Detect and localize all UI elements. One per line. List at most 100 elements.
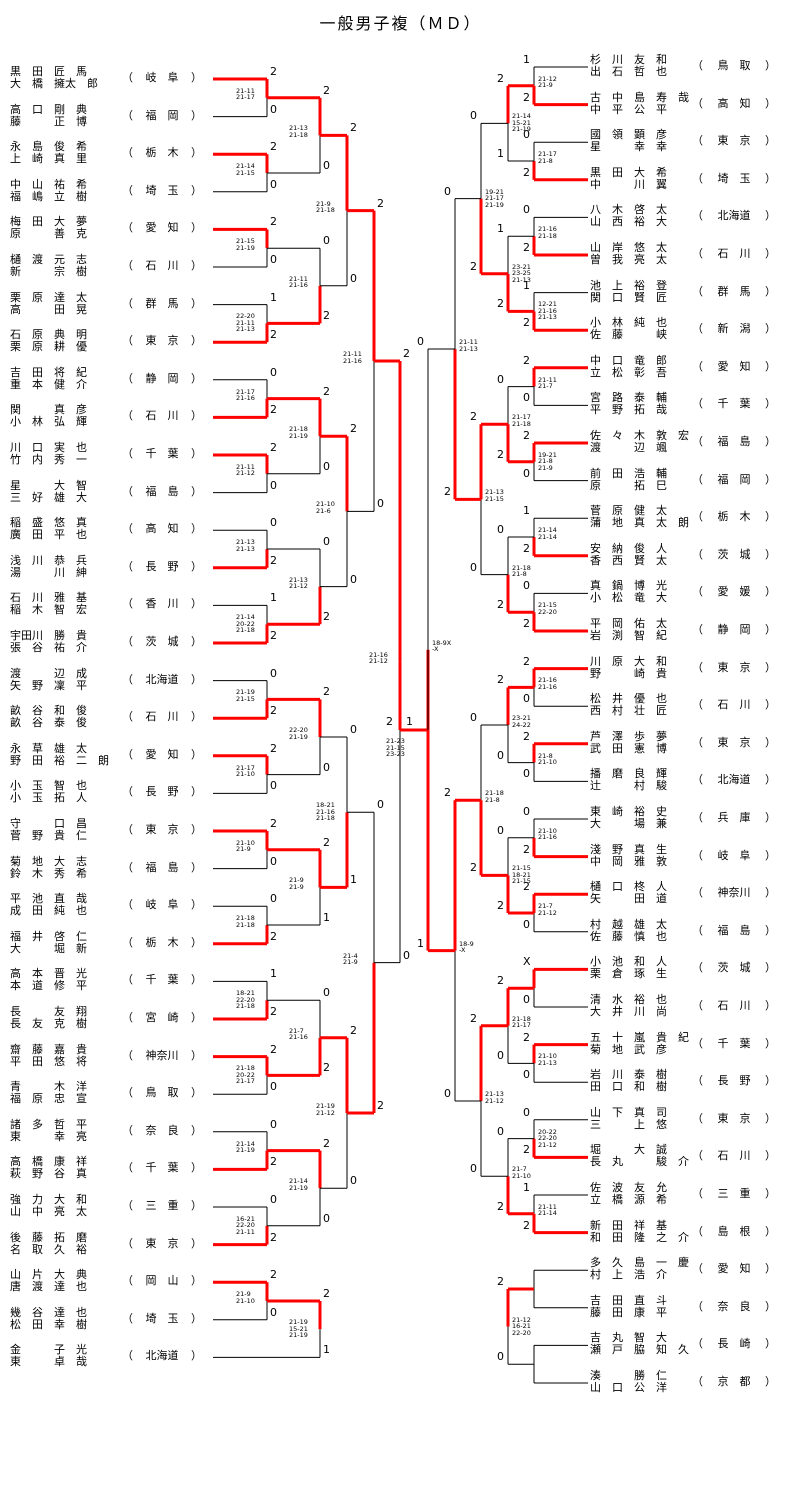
right-player-2: 平 野 拓 哉 [590,403,667,417]
left-r2-match-score-b: 2 [323,1061,330,1075]
left-player-1: 永 草 雄 太 [10,741,87,755]
paren: ） [191,672,202,686]
paren: ） [191,635,202,648]
prefecture-name: 千 葉 [717,1036,751,1050]
left-prefecture: （岐 阜） [122,899,202,911]
paren: （ [692,510,703,524]
right-r3-match-game-scores: 21-13 21-15 [485,488,504,503]
paren: （ [122,1048,133,1062]
right-r1-match-score-b: 0 [523,993,530,1006]
right-player-2: 立 橋 源 希 [590,1193,667,1206]
final-score-left: 2 [386,715,393,728]
right-r2-match-score-b: 0 [497,1049,504,1063]
right-prefecture: （北海道） [692,210,776,222]
left-player-2: 野 田 裕 二 朗 [10,753,109,767]
right-player-1: 中 口 竜 郎 [590,353,667,367]
right-r1-match-game-scores: 21-16 21-16 [538,676,557,691]
left-player-1: 齋 藤 嘉 貴 [10,1042,87,1056]
prefecture-name: 愛 知 [145,747,179,761]
left-r3-match-game-scores: 21-9 21-18 [316,199,335,215]
paren: （ [692,171,703,185]
paren: （ [692,585,703,599]
paren: ） [765,1036,776,1050]
paren: ） [191,898,202,912]
paren: ） [191,973,202,987]
paren: （ [692,1337,703,1351]
left-player-1: 浅 川 恭 兵 [10,553,87,567]
left-r2-match-game-scores: 21-11 21-16 [289,274,308,290]
left-prefecture: （奈 良） [122,1124,202,1137]
left-r1-match-game-scores: 21-17 21-10 [236,763,255,779]
paren: ） [191,146,202,160]
right-player-1: 岩 川 泰 樹 [590,1068,667,1082]
right-r1-match-game-scores: 21-16 21-18 [538,225,557,240]
right-player-2: 中 平 公 平 [590,102,667,116]
paren: （ [692,96,703,110]
paren: ） [191,1274,202,1288]
left-r1-match-game-scores: 21-18 20-22 21-17 [236,1064,255,1086]
prefecture-name: 静 岡 [717,623,751,636]
right-r1-match-score-b: 2 [523,316,530,330]
prefecture-name: 埼 玉 [145,183,179,197]
right-prefecture: （愛 知） [692,1263,776,1275]
left-player-1: 畝 谷 和 俊 [10,704,87,718]
right-player-2: 田 口 和 樹 [590,1080,667,1094]
right-r1-match-game-scores: 19-21 21-8 21-9 [538,450,557,472]
left-r4-match-score-a: 2 [377,196,384,210]
left-r2-match-score-a: 0 [323,234,330,248]
left-r1-match-game-scores: 21-18 21-18 [236,914,255,929]
right-r3-match-score-a: 0 [470,109,477,123]
prefecture-name: 神奈川 [717,886,751,900]
paren: ） [765,811,776,824]
left-player-1: 幾 谷 達 也 [10,1305,87,1319]
right-r2-match-score-b: 0 [497,1350,504,1364]
right-prefecture: （茨 城） [692,547,776,561]
right-r1-match-game-scores: 21-17 21-8 [538,150,557,165]
prefecture-name: 茨 城 [717,547,751,561]
paren: ） [765,848,776,862]
right-player-1: 東 崎 裕 史 [590,805,667,818]
left-prefecture: （静 岡） [122,372,202,385]
right-r1-match-game-scores: 21-15 22-20 [538,601,557,616]
paren: （ [122,447,133,460]
left-player-2: 栗 原 耕 優 [10,340,87,354]
right-prefecture: （福 島） [692,436,776,448]
left-r3-match-score-b: 1 [350,873,357,887]
right-r2-match-score-b: 2 [497,447,504,461]
left-r1-match-score-a: 0 [270,516,277,530]
paren: ） [191,1048,202,1062]
paren: （ [122,1349,133,1363]
prefecture-name: 東 京 [717,660,751,674]
right-r2-match-score-b: 2 [497,1199,504,1213]
paren: ） [191,1011,202,1024]
left-prefecture: （群 馬） [122,297,202,310]
left-player-2: 東 幸 亮 [10,1129,87,1143]
right-prefecture: （北海道） [692,774,776,786]
paren: ） [191,409,202,423]
right-prefecture: （石 川） [692,1000,776,1012]
left-r1-match-game-scores: 21-9 21-10 [236,1290,255,1305]
prefecture-name: 奈 良 [717,1299,751,1313]
right-prefecture: （東 京） [692,660,776,674]
paren: （ [122,1199,133,1212]
right-prefecture: （高 知） [692,96,776,110]
right-player-1: 杉 川 友 和 [590,53,667,66]
left-player-1: 高 本 晋 光 [10,967,87,981]
right-r1-match-score-b: 0 [523,1068,530,1082]
paren: ） [191,522,202,536]
paren: ） [765,923,776,937]
right-player-2: 中 岡 雅 敦 [590,854,667,868]
paren: （ [122,108,133,122]
prefecture-name: 北海道 [145,1349,179,1363]
right-player-1: 堀 大 誠 [590,1143,667,1157]
left-r2-match-score-b: 0 [323,1211,330,1225]
left-player-2: 張 谷 祐 介 [10,641,87,654]
left-r1-match-score-b: 0 [270,1305,277,1319]
prefecture-name: 長 野 [145,559,179,573]
right-r1-match-score-b: 0 [523,466,530,480]
paren: （ [692,284,703,298]
right-player-2: 曽 我 亮 太 [590,253,667,266]
left-player-2: 藤 正 博 [10,114,87,128]
left-r1-match-score-a: 2 [270,65,277,78]
left-semi-match-score-b: 0 [403,948,410,962]
